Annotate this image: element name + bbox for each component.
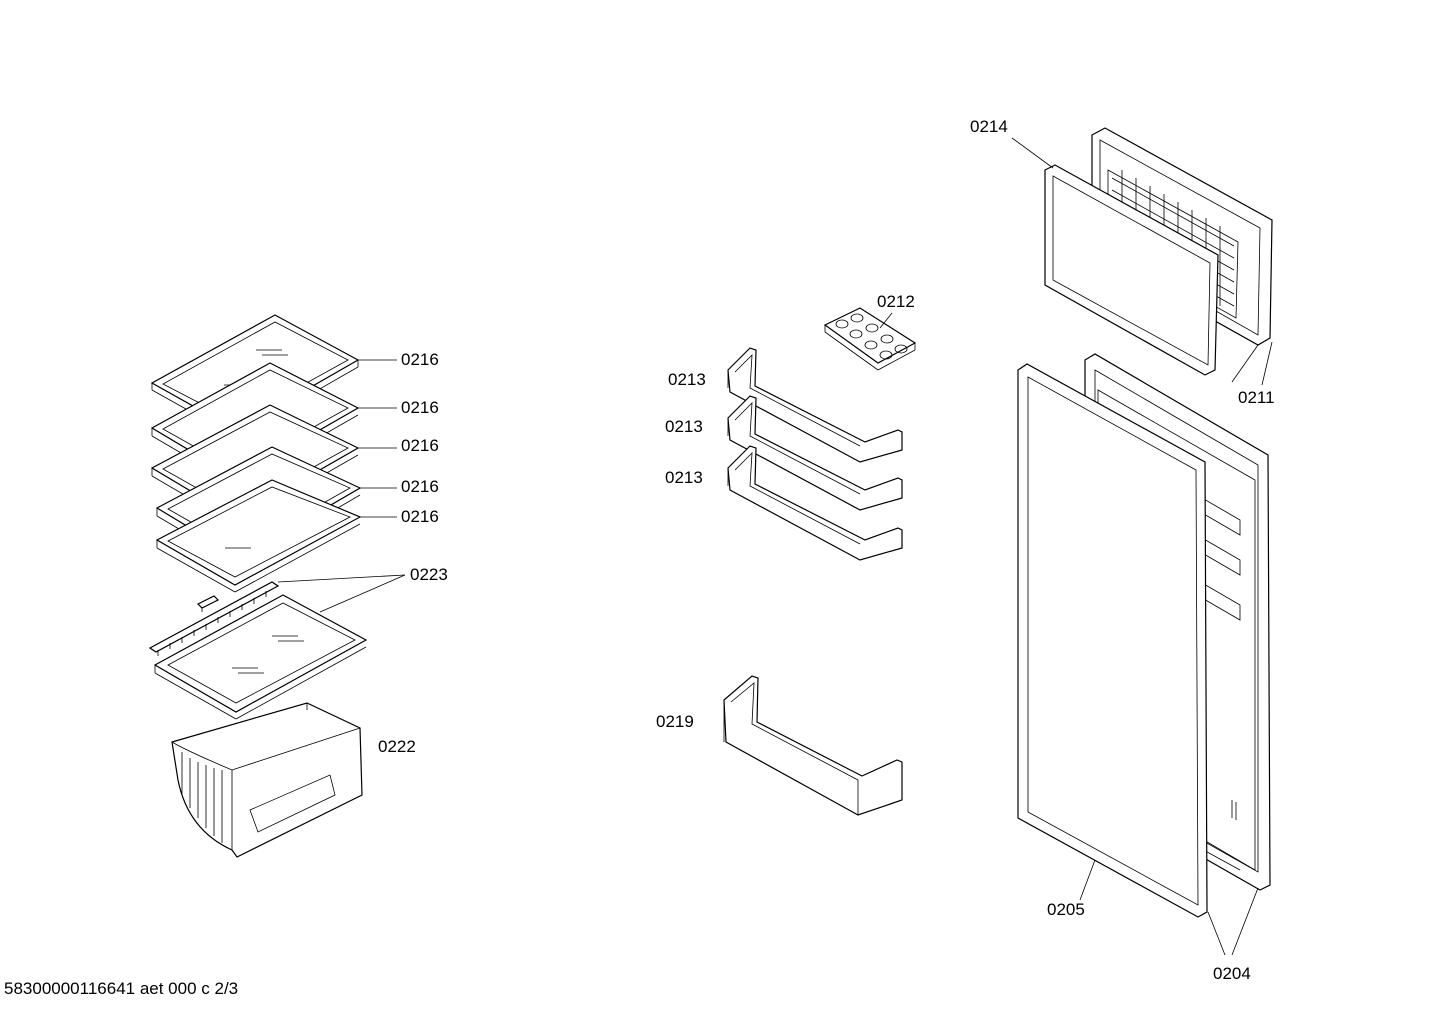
label-0223: 0223 <box>410 565 448 584</box>
glass-shelf-5 <box>155 479 362 593</box>
fridge-door-gasket <box>1017 363 1259 956</box>
label-0213-2: 0213 <box>665 417 703 436</box>
door-rack-2 <box>727 395 903 511</box>
label-0213-3: 0213 <box>665 468 703 487</box>
crisper-cover-shelf <box>148 574 406 720</box>
label-0222: 0222 <box>378 737 416 756</box>
bottle-rack <box>723 675 903 816</box>
part-labels: 0214 0212 0211 0216 0216 0216 0216 0216 … <box>378 117 1275 983</box>
label-0216-5: 0216 <box>401 507 439 526</box>
label-0204: 0204 <box>1213 964 1251 983</box>
label-0213-1: 0213 <box>668 370 706 389</box>
label-0205: 0205 <box>1047 900 1085 919</box>
label-0214: 0214 <box>970 117 1008 136</box>
egg-tray <box>823 307 917 371</box>
freezer-door-gasket <box>1011 137 1273 386</box>
crisper-drawer <box>171 702 363 858</box>
label-0216-1: 0216 <box>401 350 439 369</box>
door-rack-1 <box>727 347 903 463</box>
label-0211: 0211 <box>1238 388 1275 407</box>
label-0216-3: 0216 <box>401 436 439 455</box>
label-0219: 0219 <box>656 712 694 731</box>
drawing-reference-number: 58300000116641 aet 000 c 2/3 <box>4 979 239 998</box>
glass-shelf-stack <box>150 314 397 593</box>
label-0212: 0212 <box>877 292 915 311</box>
label-0216-2: 0216 <box>401 398 439 417</box>
door-rack-3 <box>727 445 903 561</box>
label-0216-4: 0216 <box>401 477 439 496</box>
